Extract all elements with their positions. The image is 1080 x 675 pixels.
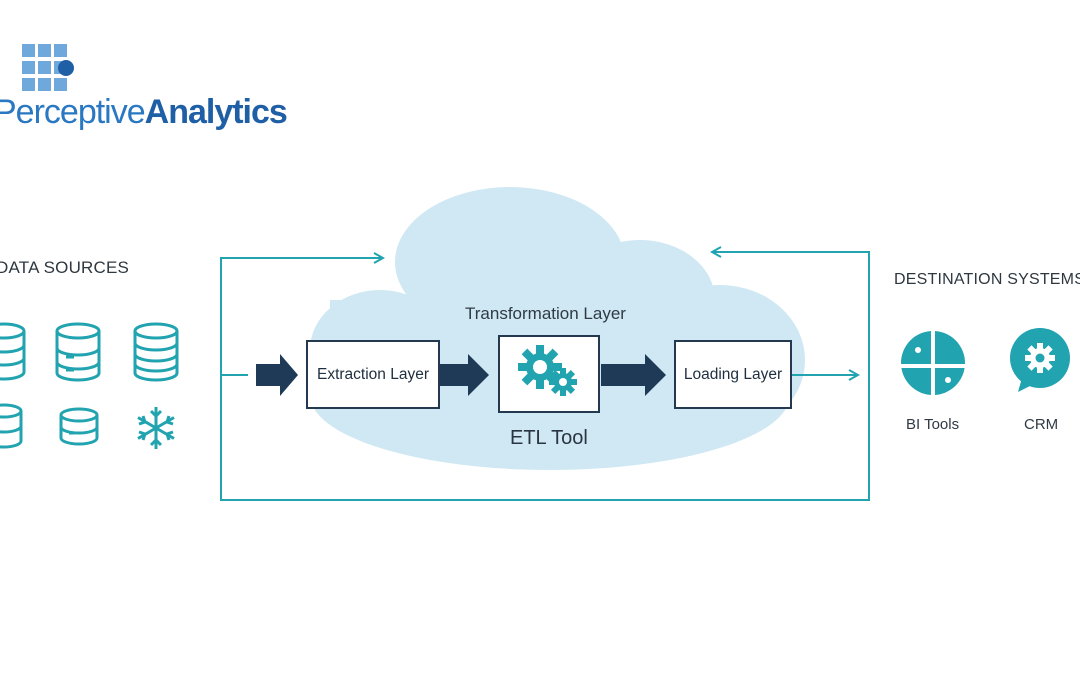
- extraction-layer-label: Extraction Layer: [317, 365, 429, 383]
- flow-arrows: [256, 354, 666, 396]
- logo-text-bold: Analytics: [144, 93, 288, 131]
- grid-logo-icon: [22, 44, 74, 91]
- database-icon: [59, 407, 99, 446]
- transformation-box: [498, 335, 600, 413]
- bi-tools-label: BI Tools: [906, 416, 960, 433]
- database-icon: [133, 322, 179, 382]
- arrow-to-transformation: [440, 354, 489, 396]
- arrow-to-loading: [601, 354, 666, 396]
- data-source-icons: [0, 322, 179, 449]
- etl-tool-label: ETL Tool: [510, 427, 588, 449]
- transformation-layer-label: Transformation Layer: [465, 304, 626, 323]
- gears-icon: [518, 345, 577, 396]
- database-icon: [0, 322, 26, 381]
- destination-systems-heading: DESTINATION SYSTEMS: [894, 271, 1080, 288]
- logo-text-light: Perceptive: [0, 93, 146, 131]
- loading-layer-box: Loading Layer: [674, 340, 792, 409]
- chat-gear-icon: [1010, 328, 1070, 392]
- snowflake-icon: [137, 407, 175, 449]
- crm-label: CRM: [1024, 416, 1059, 433]
- loading-layer-label: Loading Layer: [683, 365, 783, 383]
- database-icon: [55, 322, 101, 382]
- arrow-to-extraction: [256, 354, 298, 396]
- pie-chart-icon: [901, 331, 965, 395]
- database-icon: [0, 403, 23, 449]
- data-sources-heading: DATA SOURCES: [0, 258, 130, 277]
- logo-text: PerceptiveAnalytics: [0, 92, 288, 136]
- extraction-layer-box: Extraction Layer: [306, 340, 440, 409]
- feedback-frame: [220, 252, 870, 501]
